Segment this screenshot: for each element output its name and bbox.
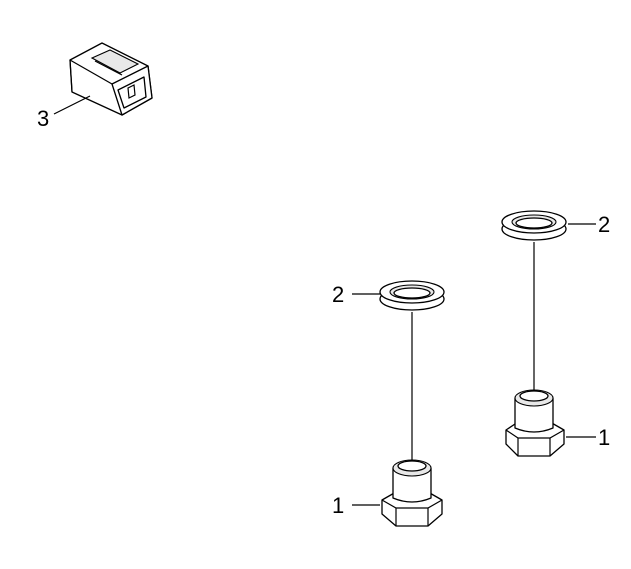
callout-2-left: 2 <box>332 282 344 307</box>
hex-plug-right-part-1 <box>505 389 565 457</box>
leader-line-3 <box>53 95 91 115</box>
callout-1-left: 1 <box>332 493 344 518</box>
callout-3: 3 <box>37 106 49 131</box>
gasket-right-part-2 <box>501 210 567 241</box>
gasket-left-part-2 <box>379 280 445 311</box>
callout-2-right: 2 <box>598 212 610 237</box>
hex-plug-left-part-1 <box>381 459 443 527</box>
callout-1-right: 1 <box>598 425 610 450</box>
connector-plug-part-3 <box>69 42 153 116</box>
